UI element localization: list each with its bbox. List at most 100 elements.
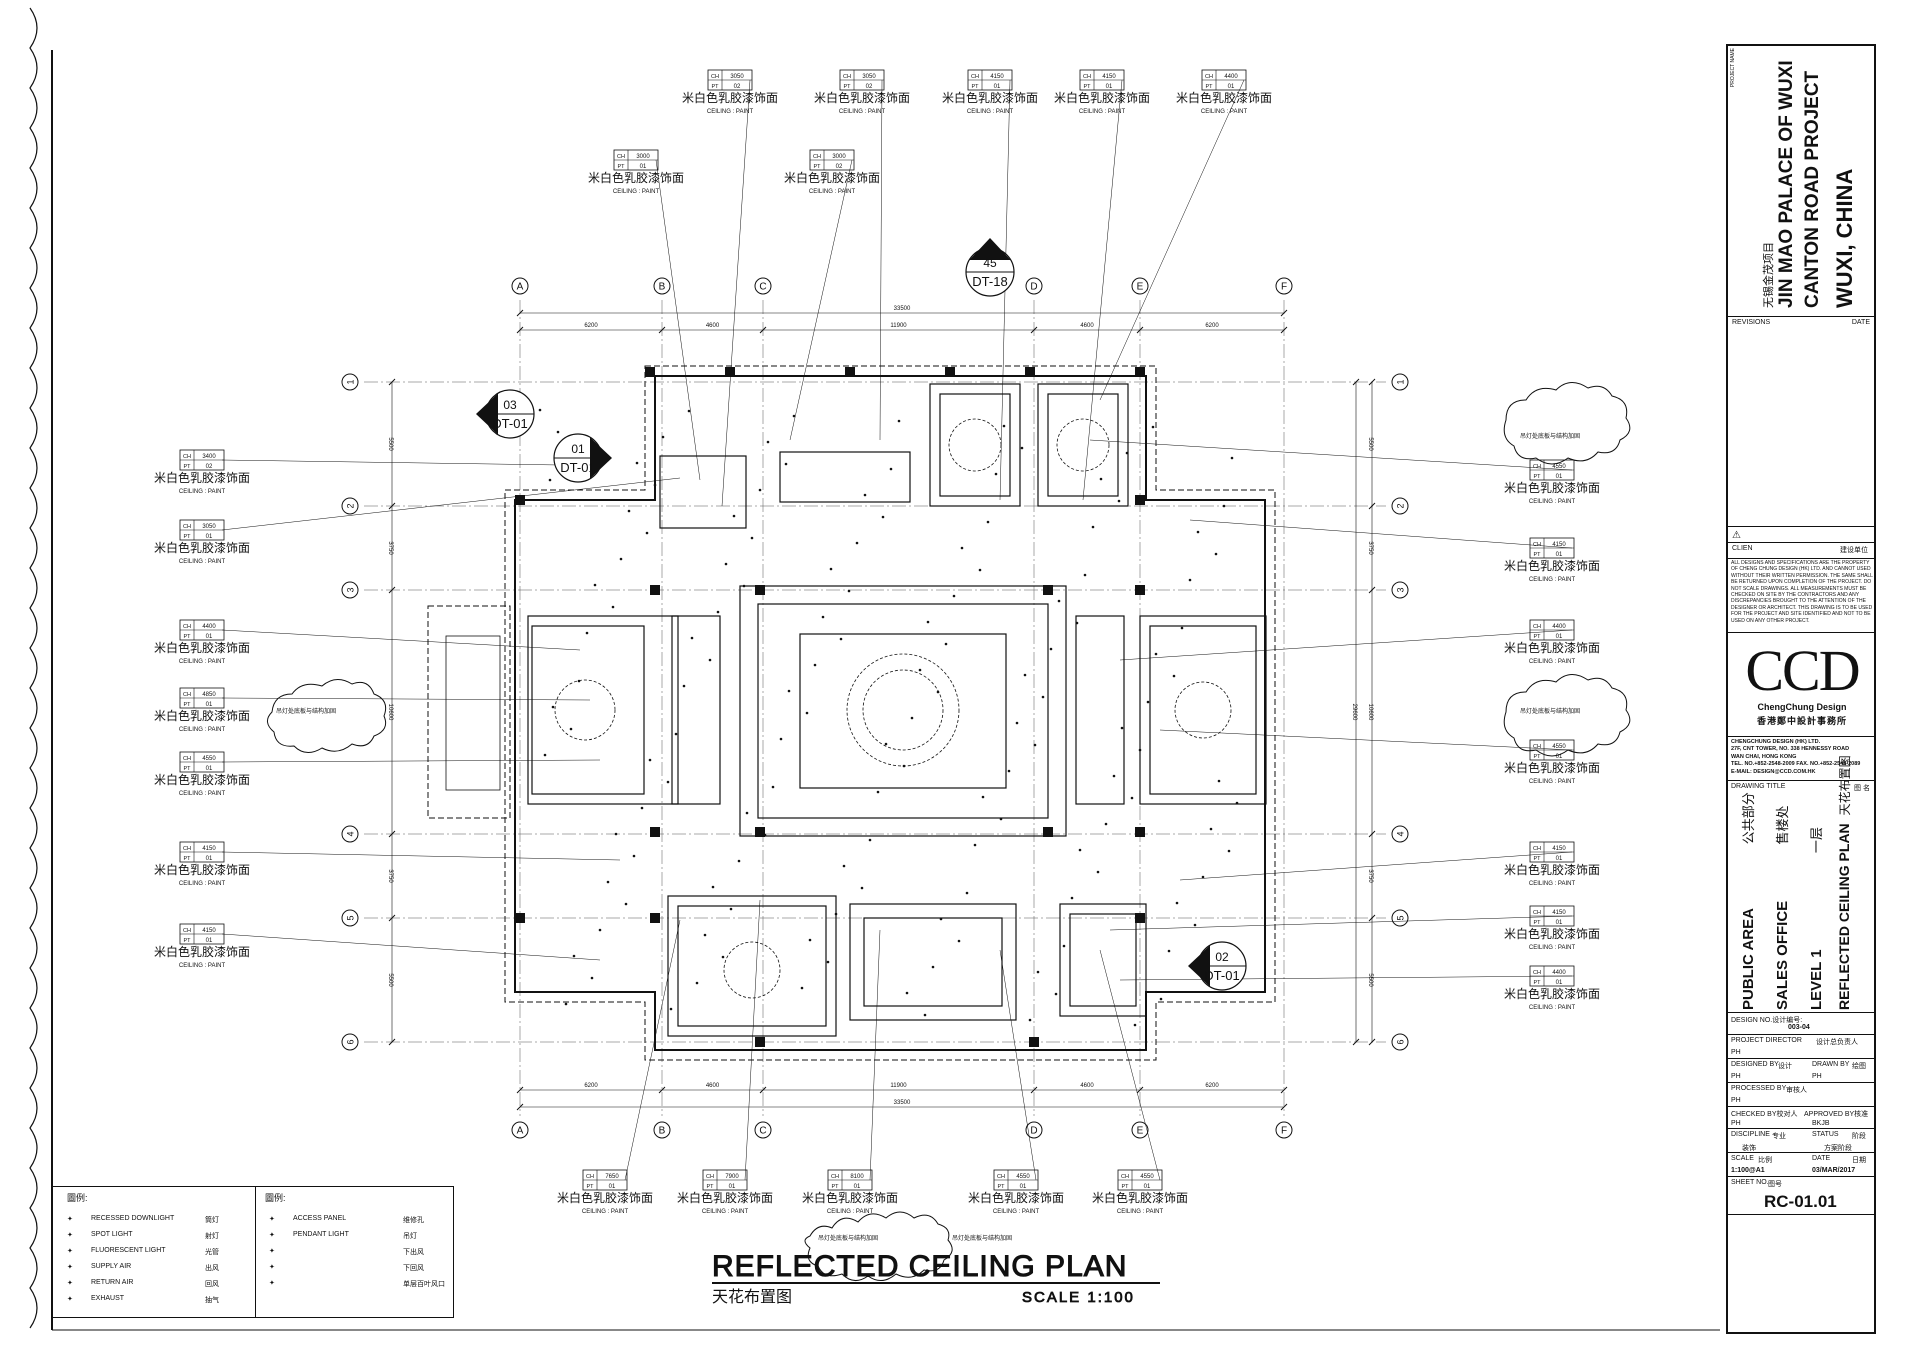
tag-top-6-sub: CEILING : PAINT (809, 189, 856, 195)
downlight (1172, 674, 1176, 678)
dim-bottom-label: 6200 (1205, 1083, 1219, 1089)
tb-divider-logo (1728, 632, 1874, 633)
revisions-date-label: DATE (1851, 319, 1870, 326)
tb-divider-client (1728, 526, 1874, 527)
tb-divider-designed (1728, 1058, 1874, 1059)
grid-label-row: 5 (1396, 915, 1406, 920)
grid-label-row: 3 (346, 587, 356, 592)
tag-bottom-0-ch-key: CH (586, 1174, 594, 1180)
downlight (711, 885, 715, 889)
tag-top-5-ch-key: CH (617, 154, 625, 160)
tag-left-3-ch-key: CH (183, 692, 191, 698)
downlight (1138, 748, 1142, 752)
tag-left-4-pt-value: 01 (206, 766, 213, 772)
downlight (674, 732, 678, 736)
grid-label-col: A (517, 282, 524, 293)
tag-right-3-ch-value: 4550 (1552, 744, 1566, 750)
grid-label-row: 1 (346, 379, 356, 384)
dt-line-3-cn: 一层 (1809, 827, 1824, 854)
tag-top-3-pt-key: PT (1083, 84, 1091, 90)
downlight (1209, 827, 1213, 831)
tag-left-0-label: 米白色乳胶漆饰面 (154, 470, 250, 485)
grid-bubble-col (511, 277, 529, 295)
structural-column (650, 827, 660, 837)
grid-label-row: 6 (1396, 1039, 1406, 1044)
ceiling-dome-west (554, 679, 616, 741)
downlight (687, 409, 691, 413)
panel-west-strip (671, 615, 721, 805)
tag-bottom-0-ch-value: 7650 (605, 1174, 619, 1180)
downlight (556, 430, 560, 434)
room-east-inner (1149, 625, 1257, 795)
tag-bottom-1-ch-value: 7900 (725, 1174, 739, 1180)
designed-by-cn: 设计 (1778, 1063, 1792, 1070)
grid-bubble-col (511, 1121, 529, 1139)
downlight (653, 483, 657, 487)
tag-top-2-pt-key: PT (971, 84, 979, 90)
grid-label-col: C (759, 1126, 766, 1137)
cloud-note-bottom-2: 吊灯处底板与结构加固 (952, 1234, 1012, 1242)
structural-column (1135, 495, 1145, 505)
downlight (1167, 949, 1171, 953)
project-director-label: PROJECT DIRECTOR (1731, 1037, 1802, 1044)
room-ne-1-inner (939, 393, 1011, 497)
tag-right-4-label: 米白色乳胶漆饰面 (1504, 862, 1600, 877)
tag-left-0-ch-value: 3400 (202, 454, 216, 460)
downlight (548, 478, 552, 482)
room-ne-2-inner (1047, 393, 1119, 497)
dim-right-label: 5500 (1367, 973, 1373, 987)
tag-left-6-label: 米白色乳胶漆饰面 (154, 944, 250, 959)
structural-column (645, 367, 655, 377)
tag-left-0-pt-key: PT (183, 464, 191, 470)
grid-bubble-col (754, 277, 772, 295)
downlight (805, 711, 809, 715)
tag-right-6-label: 米白色乳胶漆饰面 (1504, 986, 1600, 1001)
downlight (593, 583, 597, 587)
downlight (1078, 848, 1082, 852)
downlight (1159, 997, 1163, 1001)
tag-left-5-leader (221, 851, 621, 861)
design-no: 003-04 (1788, 1024, 1810, 1031)
status: 方案阶段 (1824, 1145, 1852, 1152)
downlight (855, 541, 859, 545)
tb-divider-client-2 (1728, 542, 1874, 543)
tag-top-1-label: 米白色乳胶漆饰面 (814, 90, 910, 105)
downlight (1217, 779, 1221, 783)
tag-top-4-label: 米白色乳胶漆饰面 (1176, 90, 1272, 105)
tag-left-3-pt-value: 01 (206, 702, 213, 708)
grid-label-row: 3 (1396, 587, 1406, 592)
dim-left-label: 5500 (387, 437, 393, 451)
legend-left-symbol-icon: ✦ (67, 1264, 73, 1271)
downlight (884, 742, 888, 746)
tag-top-6-label: 米白色乳胶漆饰面 (784, 170, 880, 185)
status-cn: 阶段 (1852, 1133, 1866, 1140)
room-central (739, 585, 1067, 837)
tag-left-0-leader (221, 459, 561, 466)
dim-bottom-total-label: 33500 (894, 1100, 911, 1106)
dim-bottom-total-tick (1280, 1103, 1288, 1111)
downlight (1125, 451, 1129, 455)
legend-left-label-cn: 射灯 (205, 1233, 219, 1240)
downlight (1057, 599, 1061, 603)
downlight (750, 536, 754, 540)
legend-right-label-cn: 下出风 (403, 1249, 424, 1256)
legend-left-label-en: EXHAUST (91, 1295, 125, 1302)
grid-bubble-col (1025, 1121, 1043, 1139)
dim-bottom-tick (759, 1086, 767, 1094)
title-block: PROJECT NAME 无锡金茂项目 JIN MAO PALACE OF WU… (1726, 44, 1876, 1334)
approved-by-label: APPROVED BY核准 (1804, 1111, 1869, 1118)
dim-top-tick (1136, 326, 1144, 334)
tag-right-2-leader (1119, 629, 1573, 661)
warning-icon: ⚠ (1732, 530, 1741, 541)
downlight (737, 859, 741, 863)
tag-bottom-4-label: 米白色乳胶漆饰面 (1092, 1190, 1188, 1205)
downlight (1007, 769, 1011, 773)
downlight (973, 843, 977, 847)
discipline: 装饰 (1742, 1145, 1756, 1152)
tag-top-1-pt-key: PT (843, 84, 851, 90)
downlight (551, 705, 555, 709)
tag-right-6-pt-key: PT (1533, 980, 1541, 986)
dim-right-tick (1368, 1038, 1376, 1046)
downlight (910, 716, 914, 720)
tag-top-0-pt-key: PT (711, 84, 719, 90)
